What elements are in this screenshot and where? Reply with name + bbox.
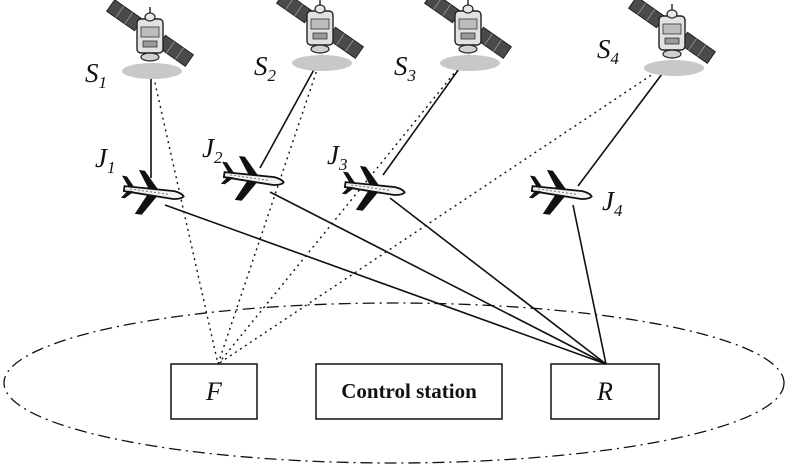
satellite-label-s1: S1 xyxy=(85,58,107,92)
aircraft-receiver-links xyxy=(164,191,607,365)
satellite-label-s2: S2 xyxy=(254,51,277,85)
direct-path-s1 xyxy=(150,64,219,365)
link-j2-r xyxy=(269,191,607,365)
aircraft-label-j2: J2 xyxy=(202,133,223,167)
satellite-s1-icon xyxy=(105,0,195,80)
control-station-box: Control station xyxy=(315,363,503,420)
coverage-ellipse xyxy=(3,302,785,464)
receiver-box: R xyxy=(550,363,660,420)
satellite-label-s3: S3 xyxy=(394,51,416,85)
transmitter-box: F xyxy=(170,363,258,420)
satellite-label-s4: S4 xyxy=(597,34,620,68)
aircraft-label-j1: J1 xyxy=(95,143,115,177)
link-j4-r xyxy=(572,204,607,365)
control-station-label: Control station xyxy=(341,379,477,403)
satellite-aircraft-links xyxy=(150,54,672,187)
aircraft-label-j3: J3 xyxy=(327,140,347,174)
satellite-s4-icon xyxy=(627,0,717,77)
receiver-label: R xyxy=(596,377,613,406)
transmitter-label: F xyxy=(205,377,223,406)
direct-paths xyxy=(150,54,672,365)
direct-path-s4 xyxy=(217,61,672,365)
direct-path-s2 xyxy=(217,54,323,365)
aircraft-j3-icon xyxy=(337,162,409,218)
aircraft-label-j4: J4 xyxy=(602,186,623,220)
aircraft-j4-icon xyxy=(524,166,596,222)
direct-path-s3 xyxy=(217,54,470,365)
link-s3-j3 xyxy=(382,54,470,176)
satellite-s2-icon xyxy=(275,0,365,72)
satellite-s3-icon xyxy=(423,0,513,72)
aircraft-j2-icon xyxy=(216,152,288,208)
link-s4-j4 xyxy=(577,61,672,187)
link-j1-r xyxy=(164,204,607,365)
link-j3-r xyxy=(389,197,607,365)
link-s2-j2 xyxy=(259,54,323,169)
